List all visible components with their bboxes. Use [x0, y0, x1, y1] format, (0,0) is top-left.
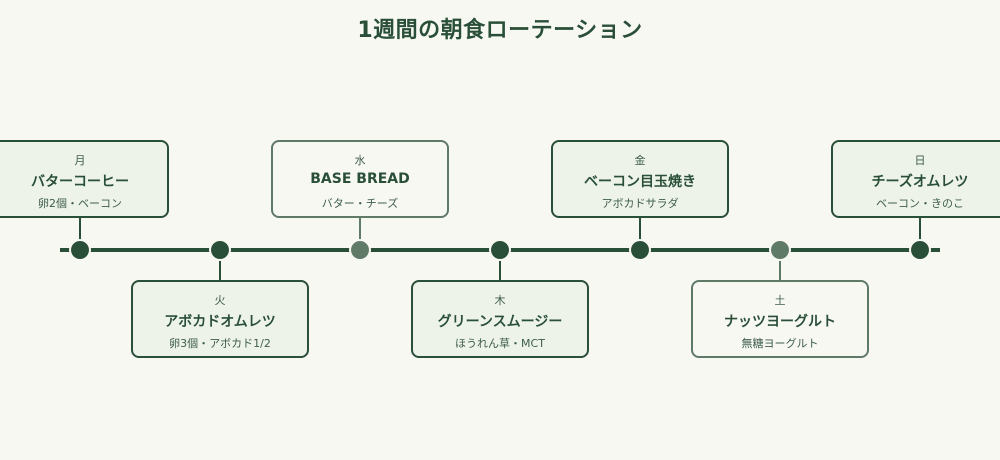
meal-detail: 卵3個・アボカド1/2 [169, 337, 271, 350]
day-label: 火 [214, 294, 226, 307]
timeline-dot [909, 239, 931, 261]
day-card: 月バターコーヒー卵2個・ベーコン [0, 140, 169, 218]
meal-detail: アボカドサラダ [601, 197, 679, 210]
timeline-dot [69, 239, 91, 261]
connector-line [359, 218, 361, 250]
connector-line [779, 250, 781, 280]
day-label: 日 [914, 154, 926, 167]
diagram-title: 1週間の朝食ローテーション [357, 18, 643, 43]
day-card: 水 BASE BREAD バター・チーズ [271, 140, 449, 218]
meal-name: グリーンスムージー [437, 314, 563, 330]
timeline-dot [209, 239, 231, 261]
meal-name: チーズオムレツ [871, 174, 969, 190]
day-card: 日チーズオムレツベーコン・きのこ [831, 140, 1000, 218]
timeline-dot [489, 239, 511, 261]
meal-detail: バター・チーズ [321, 197, 399, 210]
meal-name: ナッツヨーグルト [724, 314, 836, 330]
timeline-dot [769, 239, 791, 261]
connector-line [639, 218, 641, 250]
connector-line [919, 218, 921, 250]
connector-line [219, 250, 221, 280]
meal-name: ベーコン目玉焼き [584, 174, 696, 190]
day-card: 火アボカドオムレツ卵3個・アボカド1/2 [131, 280, 309, 358]
day-label: 金 [634, 154, 646, 167]
meal-detail: 無糖ヨーグルト [741, 337, 819, 350]
meal-detail: ほうれん草・MCT [455, 337, 545, 350]
connector-line [499, 250, 501, 280]
connector-line [79, 218, 81, 250]
meal-name: アボカドオムレツ [164, 314, 276, 330]
day-card: 木グリーンスムージーほうれん草・MCT [411, 280, 589, 358]
meal-detail: ベーコン・きのこ [876, 197, 964, 210]
day-label: 土 [774, 294, 786, 307]
meal-detail: 卵2個・ベーコン [38, 197, 122, 210]
timeline-dot [629, 239, 651, 261]
timeline-dot [349, 239, 371, 261]
day-card: 土ナッツヨーグルト無糖ヨーグルト [691, 280, 869, 358]
day-label: 月 [74, 154, 86, 167]
meal-name: BASE BREAD [310, 171, 410, 187]
meal-name: バターコーヒー [31, 174, 129, 190]
day-label: 木 [494, 294, 506, 307]
day-card: 金ベーコン目玉焼きアボカドサラダ [551, 140, 729, 218]
day-label: 水 [354, 154, 366, 167]
